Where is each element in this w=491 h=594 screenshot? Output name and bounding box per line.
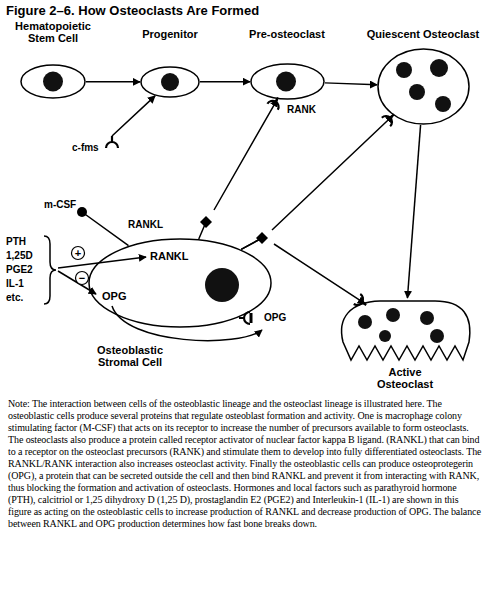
cell-label: Pre-osteoclast <box>237 28 337 40</box>
cell-nucleus <box>43 72 63 92</box>
osteoclast-body <box>342 301 470 360</box>
cell-nucleus <box>430 329 444 343</box>
signal-arrow <box>200 81 250 83</box>
cell-label: Quiescent Osteoclast <box>363 28 483 40</box>
cell-label: Osteoblastic Stromal Cell <box>85 344 175 368</box>
molecule-label: RANKL <box>128 219 163 231</box>
signal-arrow <box>199 99 278 239</box>
cell-nucleus <box>435 96 451 112</box>
cell-nucleus <box>396 62 412 78</box>
cell-label: RANKL <box>150 250 200 262</box>
molecule-label: 1,25D <box>6 250 33 262</box>
cell-node: Progenitor <box>140 66 200 98</box>
cell-label: Hematopoietic Stem Cell <box>3 20 103 44</box>
signal-arrow <box>407 125 420 298</box>
molecule-label: RANK <box>287 104 316 116</box>
cell-nucleus <box>161 73 179 91</box>
molecule-label: c-fms <box>72 142 99 154</box>
cell-outline <box>140 66 200 98</box>
cell-nucleus <box>420 311 434 325</box>
molecule-label: PGE2 <box>6 264 33 276</box>
cell-nucleus <box>276 72 296 92</box>
cell-membrane <box>251 64 324 99</box>
cell-membrane <box>21 65 85 98</box>
plus-circle <box>72 247 85 260</box>
molecule-label: PTH <box>6 236 26 248</box>
cell-label: Active Osteoclast <box>370 366 440 390</box>
cell-label: OPG <box>102 290 142 302</box>
cell-node: Active Osteoclast <box>335 298 475 362</box>
figure-note: Note: The interaction between cells of t… <box>8 398 484 530</box>
signal-arrow <box>241 115 393 249</box>
cell-node: Quiescent Osteoclast <box>377 48 470 125</box>
sign-symbol: − <box>75 271 89 285</box>
figure-title: Figure 2–6. How Osteoclasts Are Formed <box>6 3 259 18</box>
cell-node: Pre-osteoclast <box>250 63 325 100</box>
cfms-receptor <box>106 136 118 148</box>
minus-circle <box>76 272 89 285</box>
opg-bar <box>250 313 253 323</box>
rankl-ligand <box>256 232 268 244</box>
cell-outline <box>377 48 470 125</box>
cell-membrane <box>89 239 271 327</box>
rankl-ligand <box>200 216 212 228</box>
cell-nucleus <box>379 330 391 342</box>
cell-nucleus <box>409 84 425 100</box>
mcsf-ligand <box>77 207 87 217</box>
cell-outline <box>335 298 475 362</box>
cell-nucleus <box>205 268 239 302</box>
cell-outline <box>20 64 86 99</box>
cell-label: Progenitor <box>120 28 220 40</box>
cell-nucleus <box>386 308 400 322</box>
molecule-label: IL-1 <box>6 278 24 290</box>
cell-membrane <box>141 67 199 97</box>
hormone-bracket <box>44 236 56 304</box>
molecule-label: m-CSF <box>44 199 76 211</box>
cell-membrane <box>378 49 469 124</box>
cell-nucleus <box>430 59 448 77</box>
sign-symbol: + <box>71 246 85 260</box>
signal-arrow <box>86 81 140 83</box>
molecule-label: etc. <box>6 292 23 304</box>
signal-arrow <box>325 83 377 85</box>
cell-nucleus <box>358 315 372 329</box>
molecule-label: OPG <box>264 312 286 324</box>
cell-node: Hematopoietic Stem Cell <box>20 64 86 99</box>
cell-outline <box>250 63 325 100</box>
